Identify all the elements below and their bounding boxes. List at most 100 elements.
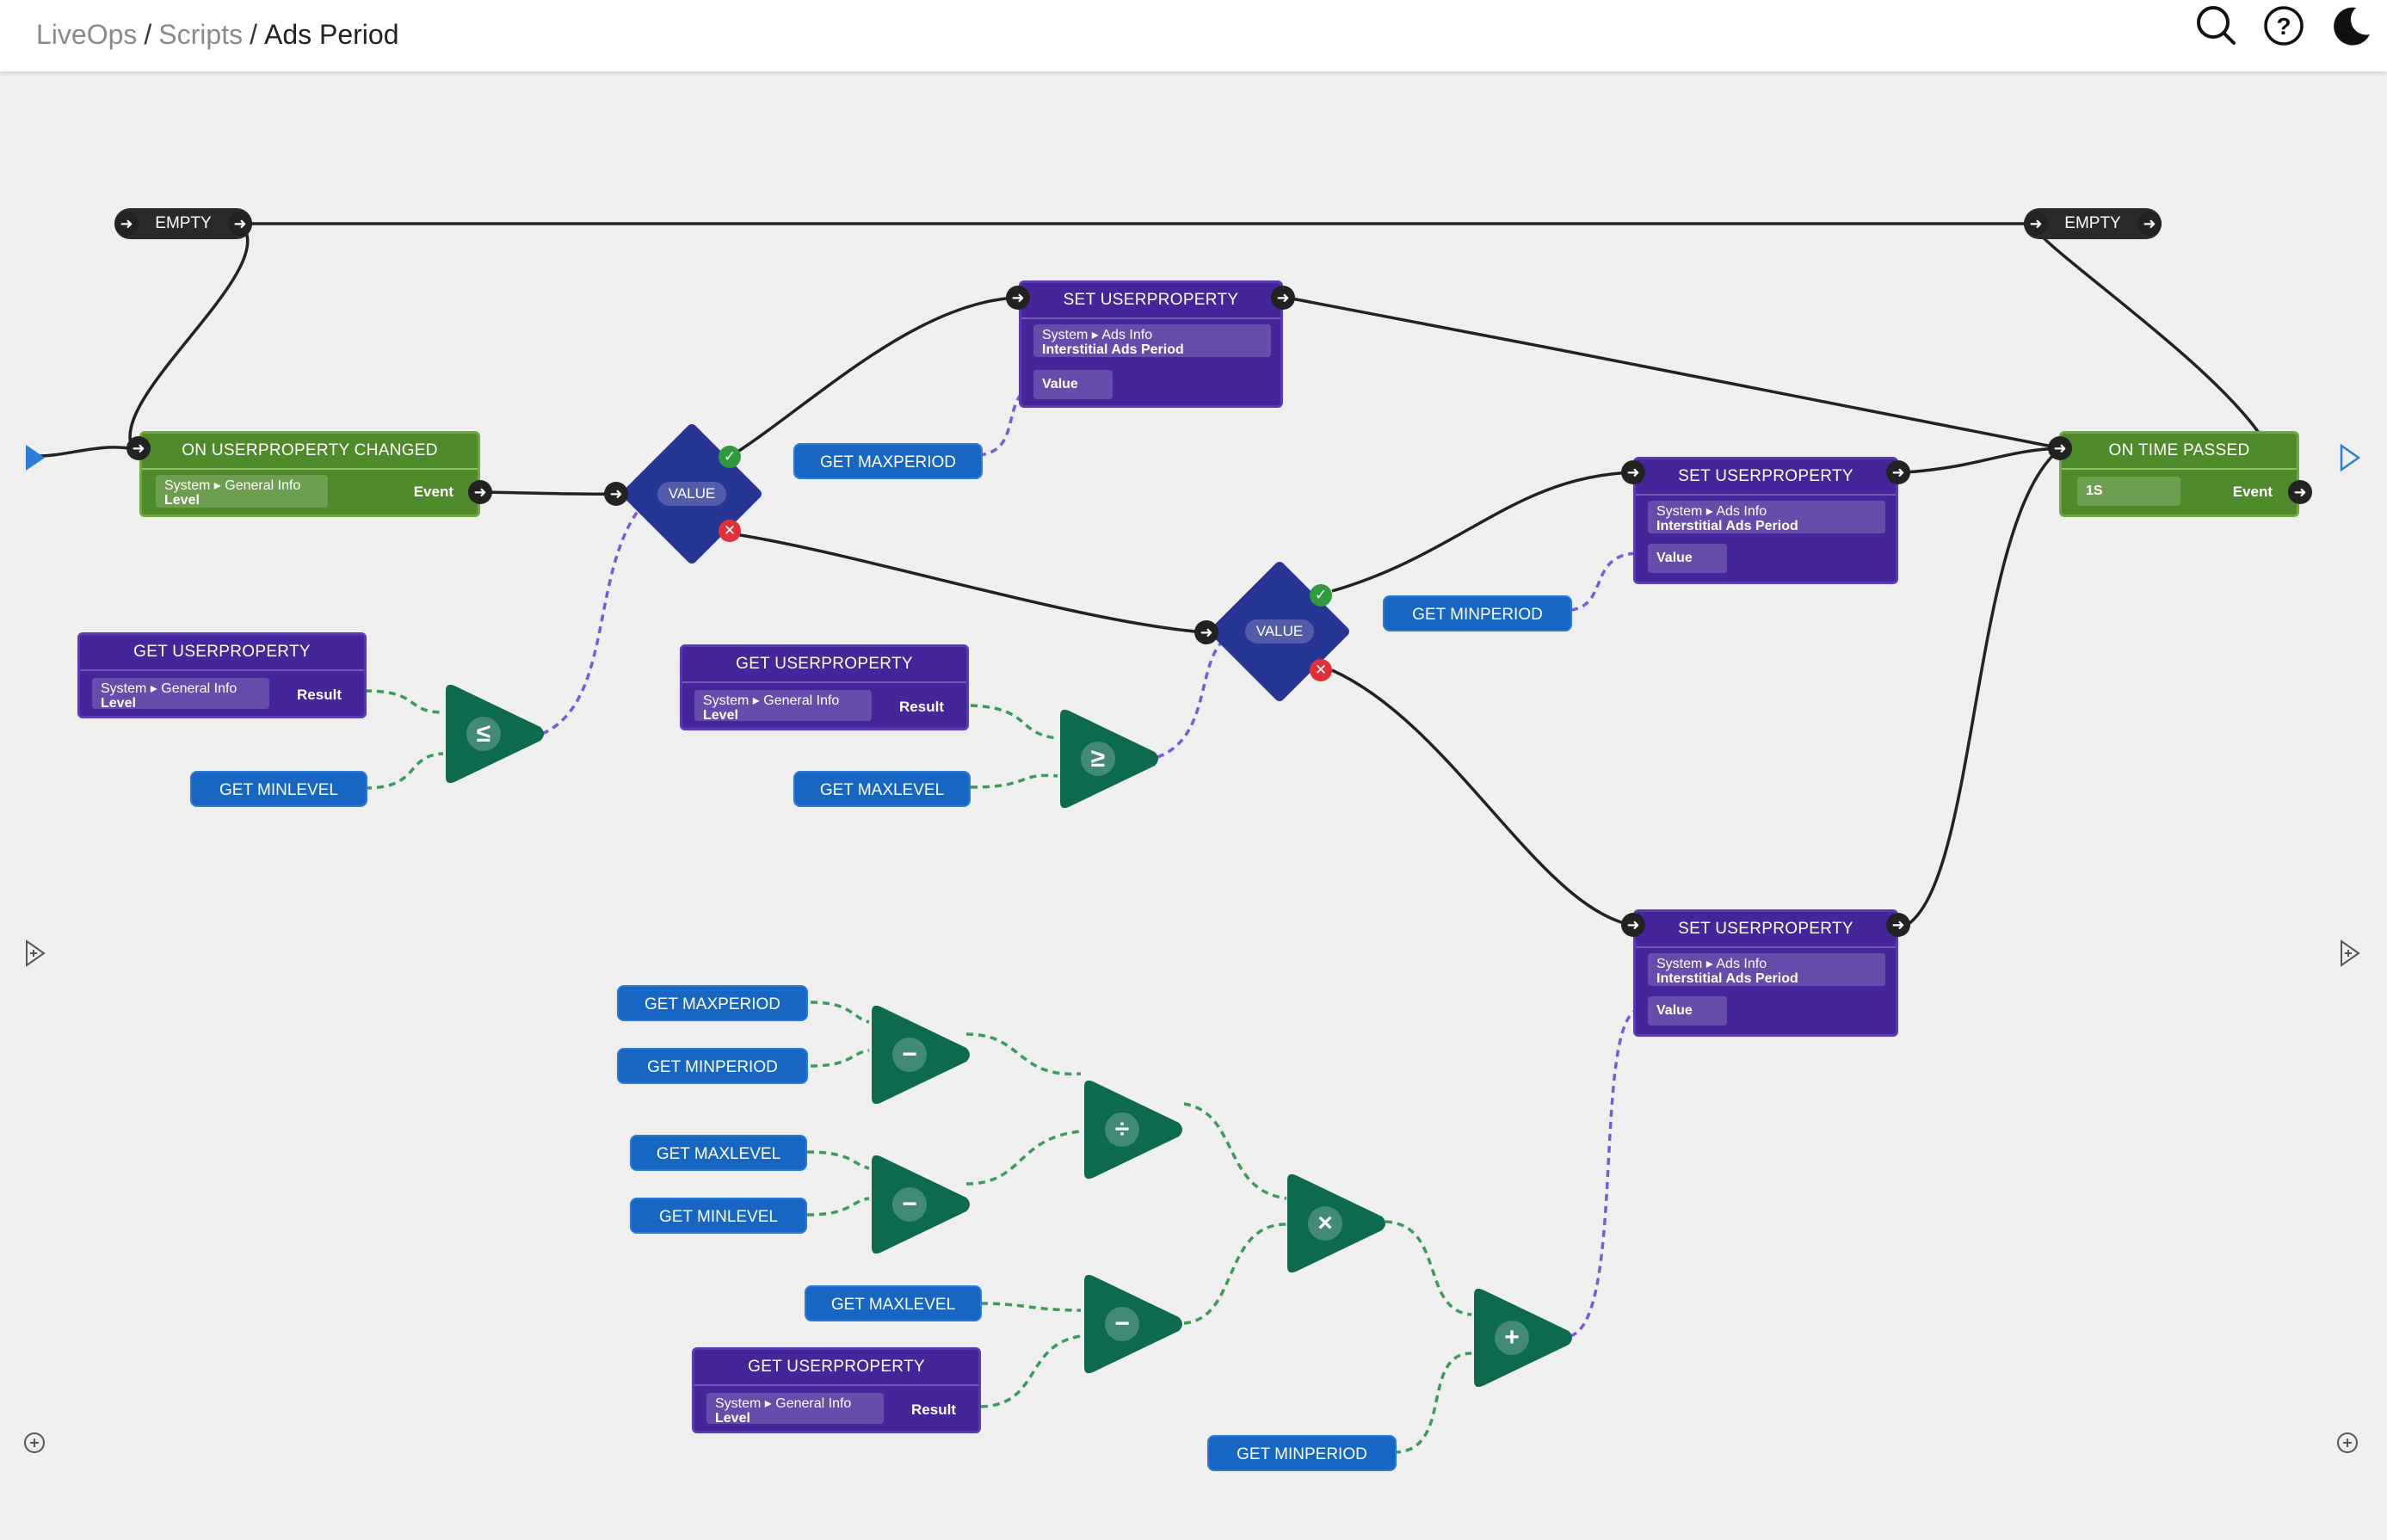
set-userproperty-node-1[interactable]: SET USERPROPERTY System ▸ Ads Info Inter… bbox=[1019, 280, 1283, 408]
arrow-right-icon[interactable]: ➜ bbox=[2048, 436, 2072, 460]
path-property: Level bbox=[715, 1411, 750, 1426]
false-branch-icon[interactable]: ✕ bbox=[1310, 659, 1332, 681]
get-userproperty-node-3[interactable]: GET USERPROPERTY System ▸ General Info L… bbox=[692, 1347, 981, 1433]
true-branch-icon[interactable]: ✓ bbox=[719, 446, 741, 468]
node-title: SET USERPROPERTY bbox=[1636, 912, 1896, 948]
true-branch-icon[interactable]: ✓ bbox=[1310, 584, 1332, 607]
node-title: GET USERPROPERTY bbox=[80, 635, 364, 671]
get-maxlevel-node[interactable]: GET MAXLEVEL bbox=[793, 771, 971, 807]
multiply-operator[interactable]: × bbox=[1282, 1172, 1389, 1279]
arrow-right-icon[interactable]: ➜ bbox=[126, 436, 151, 460]
multiply-icon: × bbox=[1308, 1206, 1342, 1241]
get-maxperiod-node[interactable]: GET MAXPERIOD bbox=[793, 443, 983, 479]
get-userproperty-node-2[interactable]: GET USERPROPERTY System ▸ General Info L… bbox=[680, 644, 969, 730]
arrow-right-icon[interactable]: ➜ bbox=[604, 482, 628, 506]
script-canvas[interactable]: EMPTY EMPTY ➜ ➜ ➜ ➜ ON USERPROPERTY CHAN… bbox=[0, 71, 2387, 1540]
arrow-right-icon[interactable]: ➜ bbox=[2137, 212, 2162, 236]
path-property: Interstitial Ads Period bbox=[1042, 342, 1184, 357]
path-category: System ▸ General Info bbox=[715, 1396, 852, 1411]
breadcrumb-scripts[interactable]: Scripts bbox=[158, 19, 244, 50]
arrow-right-icon[interactable]: ➜ bbox=[2288, 480, 2312, 504]
set-userproperty-node-2[interactable]: SET USERPROPERTY System ▸ Ads Info Inter… bbox=[1633, 457, 1898, 584]
add-node-left-icon[interactable] bbox=[22, 1431, 46, 1459]
minus-operator[interactable]: − bbox=[867, 1003, 973, 1111]
exit-arrow-right[interactable] bbox=[2339, 443, 2361, 477]
get-minperiod-node[interactable]: GET MINPERIOD bbox=[1383, 595, 1572, 631]
svg-text:?: ? bbox=[2276, 13, 2291, 40]
get-minperiod-node[interactable]: GET MINPERIOD bbox=[1207, 1435, 1397, 1471]
dark-mode-icon[interactable] bbox=[2325, 0, 2377, 52]
arrow-right-icon[interactable]: ➜ bbox=[1886, 460, 1910, 484]
get-maxlevel-node[interactable]: GET MAXLEVEL bbox=[805, 1285, 982, 1321]
set-userproperty-node-3[interactable]: SET USERPROPERTY System ▸ Ads Info Inter… bbox=[1633, 909, 1898, 1037]
divide-icon: ÷ bbox=[1105, 1112, 1139, 1147]
arrow-right-icon[interactable]: ➜ bbox=[2024, 212, 2048, 236]
get-maxperiod-node[interactable]: GET MAXPERIOD bbox=[617, 985, 808, 1021]
less-equal-operator[interactable]: ≤ bbox=[441, 682, 547, 790]
path-category: System ▸ General Info bbox=[101, 681, 237, 696]
minus-operator[interactable]: − bbox=[867, 1153, 973, 1260]
search-icon[interactable] bbox=[2191, 0, 2242, 52]
branch-value-label: VALUE bbox=[657, 482, 726, 506]
plus-operator[interactable]: + bbox=[1469, 1286, 1576, 1394]
add-node-right-icon[interactable] bbox=[2335, 1431, 2359, 1459]
path-property: Level bbox=[164, 493, 200, 508]
arrow-right-icon[interactable]: ➜ bbox=[1621, 913, 1645, 937]
top-bar: LiveOps/Scripts/Ads Period ? bbox=[0, 0, 2387, 71]
breadcrumb-liveops[interactable]: LiveOps bbox=[36, 19, 138, 50]
arrow-right-icon[interactable]: ➜ bbox=[1621, 460, 1645, 484]
arrow-right-icon[interactable]: ➜ bbox=[1006, 286, 1030, 310]
on-userproperty-changed-node[interactable]: ON USERPROPERTY CHANGED System ▸ General… bbox=[139, 431, 480, 517]
connection-wires bbox=[38, 222, 2261, 1454]
property-path-field[interactable]: System ▸ General Info Level bbox=[92, 678, 269, 711]
property-path-field[interactable]: System ▸ Ads Info Interstitial Ads Perio… bbox=[1033, 324, 1271, 357]
arrow-right-icon[interactable]: ➜ bbox=[1271, 286, 1295, 310]
breadcrumb-separator: / bbox=[250, 19, 257, 50]
arrow-right-icon[interactable]: ➜ bbox=[1886, 913, 1910, 937]
arrow-right-icon[interactable]: ➜ bbox=[228, 212, 252, 236]
value-input-port[interactable]: Value bbox=[1648, 544, 1727, 573]
node-title: SET USERPROPERTY bbox=[1021, 283, 1280, 319]
property-path-field[interactable]: System ▸ General Info Level bbox=[694, 690, 872, 723]
greater-equal-icon: ≥ bbox=[1081, 742, 1115, 776]
node-title: GET USERPROPERTY bbox=[694, 1350, 978, 1386]
path-property: Interstitial Ads Period bbox=[1656, 971, 1798, 986]
path-property: Interstitial Ads Period bbox=[1656, 519, 1798, 533]
get-maxlevel-node[interactable]: GET MAXLEVEL bbox=[630, 1135, 807, 1171]
breadcrumb: LiveOps/Scripts/Ads Period bbox=[36, 9, 399, 60]
greater-equal-operator[interactable]: ≥ bbox=[1055, 707, 1162, 815]
get-minlevel-node[interactable]: GET MINLEVEL bbox=[630, 1198, 807, 1234]
property-path-field[interactable]: System ▸ Ads Info Interstitial Ads Perio… bbox=[1648, 501, 1885, 533]
add-input-left-icon[interactable] bbox=[24, 939, 46, 972]
get-minperiod-node[interactable]: GET MINPERIOD bbox=[617, 1048, 808, 1084]
value-input-port[interactable]: Value bbox=[1648, 996, 1727, 1026]
property-path-field[interactable]: System ▸ General Info Level bbox=[156, 475, 328, 508]
add-output-right-icon[interactable] bbox=[2339, 939, 2361, 972]
get-minlevel-node[interactable]: GET MINLEVEL bbox=[190, 771, 367, 807]
interval-input[interactable]: 1S bbox=[2077, 477, 2180, 506]
property-path-field[interactable]: System ▸ General Info Level bbox=[706, 1393, 884, 1426]
value-input-port[interactable]: Value bbox=[1033, 370, 1113, 399]
minus-icon: − bbox=[1105, 1307, 1139, 1341]
path-property: Level bbox=[101, 696, 136, 711]
false-branch-icon[interactable]: ✕ bbox=[719, 520, 741, 542]
minus-operator[interactable]: − bbox=[1079, 1272, 1186, 1380]
event-port-label: Event bbox=[2232, 484, 2273, 500]
path-category: System ▸ Ads Info bbox=[1656, 957, 1767, 971]
path-property: Level bbox=[703, 708, 738, 723]
empty-label: EMPTY bbox=[2064, 214, 2121, 232]
less-equal-icon: ≤ bbox=[466, 717, 501, 751]
arrow-right-icon[interactable]: ➜ bbox=[1194, 620, 1218, 644]
help-icon[interactable]: ? bbox=[2258, 0, 2310, 52]
arrow-right-icon[interactable]: ➜ bbox=[114, 212, 139, 236]
event-port-label: Event bbox=[413, 484, 453, 500]
on-time-passed-node[interactable]: ON TIME PASSED 1S Event bbox=[2059, 431, 2299, 517]
get-userproperty-node-1[interactable]: GET USERPROPERTY System ▸ General Info L… bbox=[77, 632, 367, 718]
divide-operator[interactable]: ÷ bbox=[1079, 1078, 1186, 1186]
entry-arrow-left[interactable] bbox=[24, 443, 46, 477]
arrow-right-icon[interactable]: ➜ bbox=[468, 480, 492, 504]
minus-icon: − bbox=[892, 1038, 927, 1072]
property-path-field[interactable]: System ▸ Ads Info Interstitial Ads Perio… bbox=[1648, 953, 1885, 986]
breadcrumb-separator: / bbox=[144, 19, 152, 50]
path-category: System ▸ Ads Info bbox=[1042, 328, 1153, 342]
